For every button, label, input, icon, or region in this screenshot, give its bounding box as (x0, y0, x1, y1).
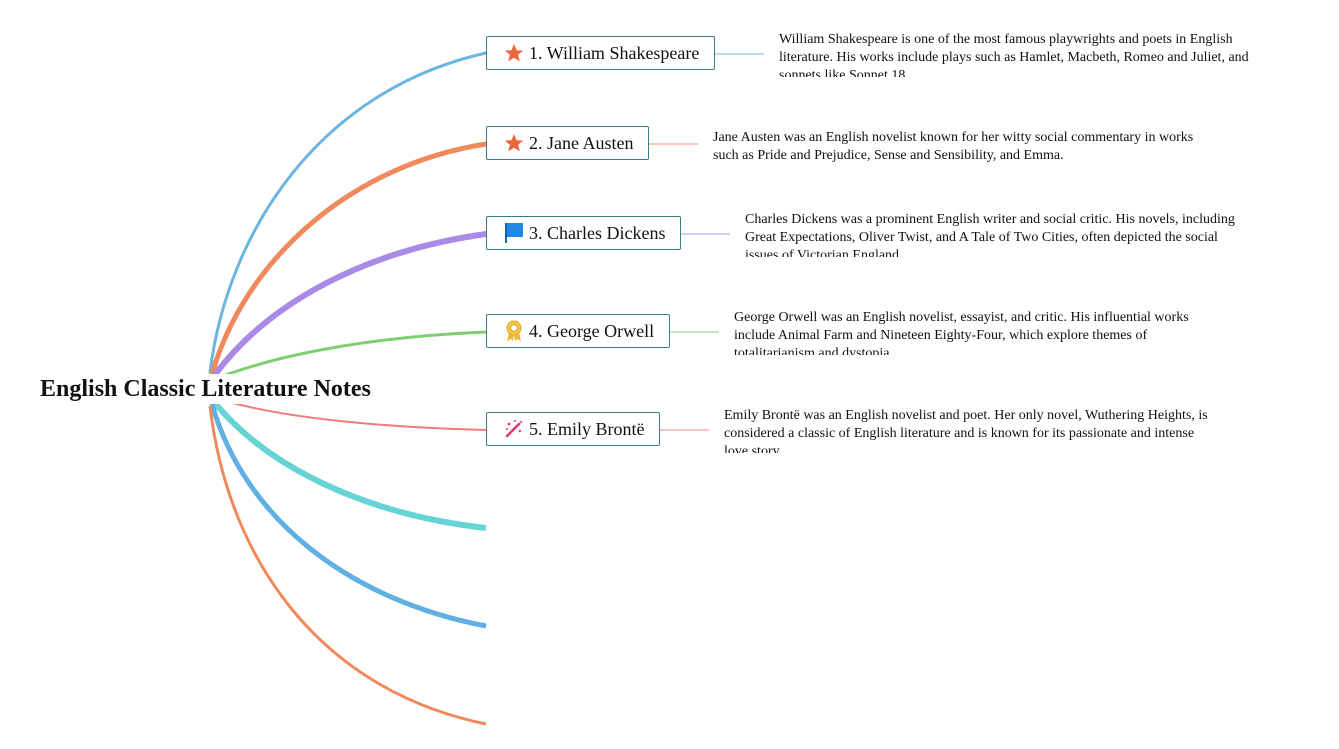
blue-flag-icon (504, 222, 524, 244)
topic-shakespeare[interactable]: 1. William Shakespeare (486, 36, 715, 70)
topic-label: 3. Charles Dickens (529, 222, 666, 243)
award-ribbon-icon (504, 320, 524, 342)
branch-line-austen (209, 141, 489, 377)
star-icon (504, 132, 524, 154)
topic-note-dickens: Charles Dickens was a prominent English … (745, 212, 1235, 257)
topic-note-bronte: Emily Brontë was an English novelist and… (724, 408, 1208, 453)
topic-note-austen: Jane Austen was an English novelist know… (713, 130, 1194, 163)
branch-line-dickens (211, 231, 489, 379)
star-icon (504, 42, 524, 64)
topic-dickens[interactable]: 3. Charles Dickens (486, 216, 681, 250)
branch-line-empty-2 (209, 403, 487, 629)
topic-label: 1. William Shakespeare (529, 42, 700, 63)
branch-line-orwell (216, 330, 488, 380)
topic-bronte[interactable]: 5. Emily Brontë (486, 412, 660, 446)
branch-line-empty-1 (211, 400, 487, 531)
topic-label: 4. George Orwell (529, 320, 655, 341)
topic-note-shakespeare: William Shakespeare is one of the most f… (779, 32, 1249, 77)
topic-label: 5. Emily Brontë (529, 418, 645, 439)
branch-line-empty-3 (208, 405, 487, 726)
topic-austen[interactable]: 2. Jane Austen (486, 126, 649, 160)
central-topic[interactable]: English Classic Literature Notes (40, 374, 371, 404)
branch-line-bronte (221, 399, 487, 431)
topic-orwell[interactable]: 4. George Orwell (486, 314, 670, 348)
topic-note-orwell: George Orwell was an English novelist, e… (734, 310, 1189, 355)
topic-label: 2. Jane Austen (529, 132, 634, 153)
magic-wand-icon (504, 418, 524, 440)
branch-line-shakespeare (208, 51, 488, 374)
